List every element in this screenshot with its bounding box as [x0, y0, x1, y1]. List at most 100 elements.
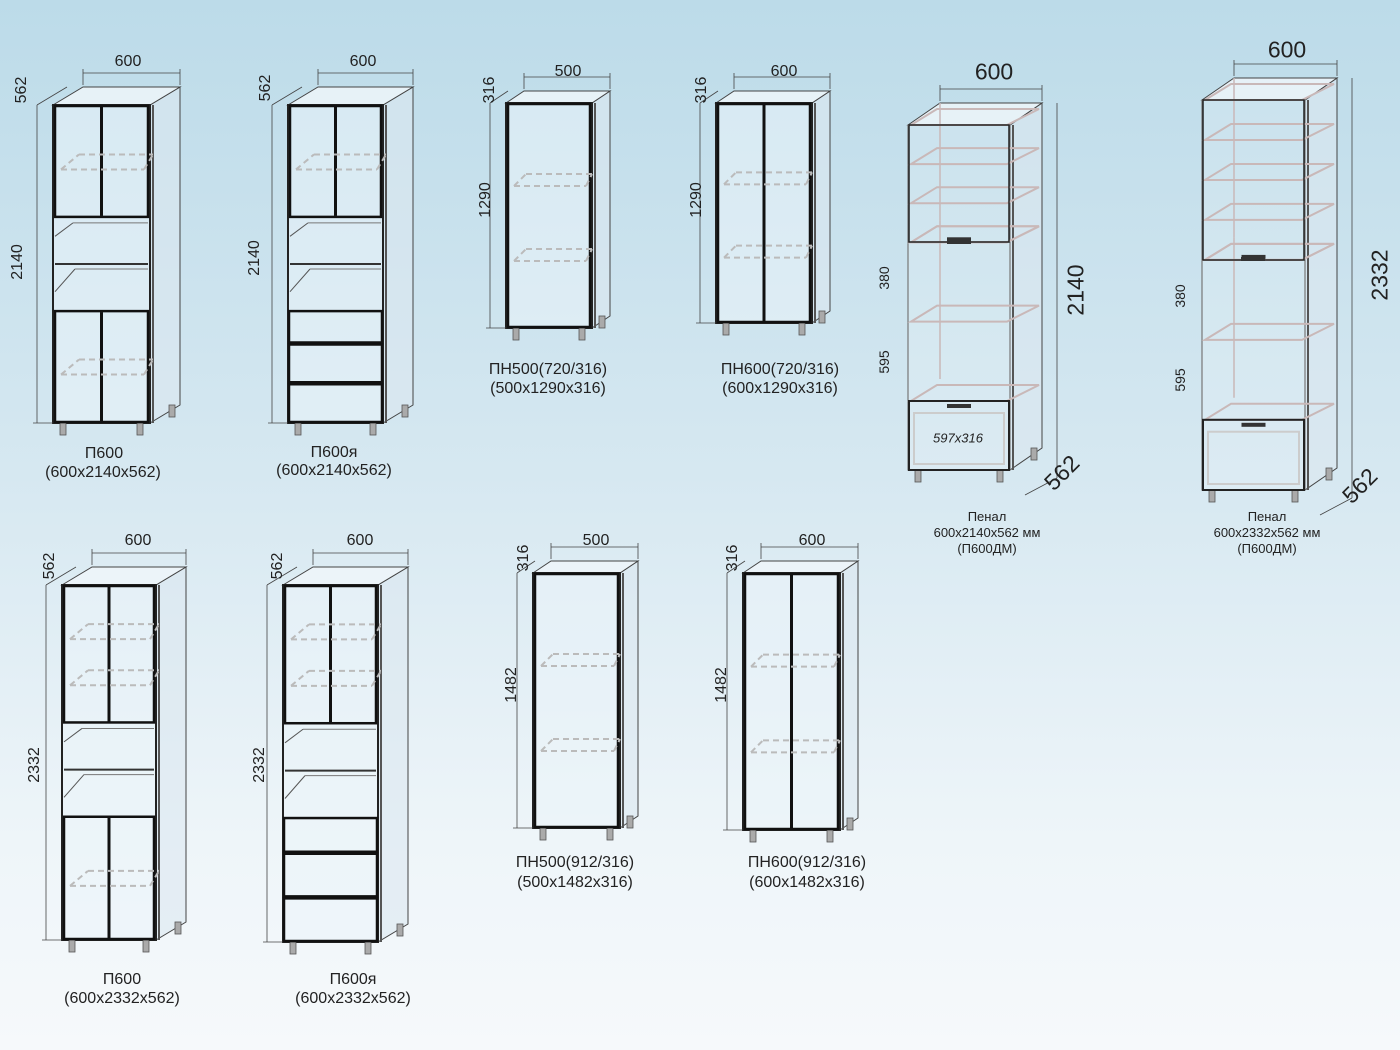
- depth-dim: 316: [693, 76, 710, 104]
- top-panel: [531, 560, 640, 574]
- side-panel: [155, 566, 187, 941]
- cabinet-pn500-912: [513, 543, 640, 841]
- top-panel: [714, 90, 832, 104]
- cabinet-size: (600x2332x562): [64, 990, 180, 1007]
- leg: [1325, 467, 1333, 481]
- cabinet-size: 600x2332x562 мм: [1213, 525, 1321, 540]
- cabinet-code: (П600ДМ): [957, 541, 1017, 556]
- cabinet-size: (600x1482x316): [749, 874, 865, 891]
- depth-dim: 562: [13, 76, 30, 104]
- leg: [846, 817, 854, 831]
- cabinet-size: (600x2332x562): [295, 990, 411, 1007]
- drawer: [1202, 418, 1305, 491]
- cabinet-name: ПН500(912/316): [515, 854, 635, 871]
- width-dim: 600: [770, 63, 798, 80]
- height-dim: 1290: [477, 182, 494, 218]
- leg: [174, 921, 182, 935]
- side-panel: [1304, 77, 1338, 491]
- leg: [396, 923, 404, 937]
- handle: [1241, 254, 1266, 259]
- width-dim: 600: [124, 532, 152, 549]
- side-panel: [377, 566, 409, 943]
- drawer: [282, 897, 379, 943]
- height-dim: 2140: [1062, 264, 1089, 316]
- leg: [1208, 489, 1216, 503]
- leg: [1030, 447, 1038, 461]
- leg: [168, 404, 176, 418]
- drawer-dim: 597x316: [933, 430, 983, 446]
- door-pair: [53, 104, 150, 219]
- depth-dim: 562: [257, 74, 274, 102]
- depth-dim: 316: [515, 544, 532, 572]
- door-pair: [53, 309, 150, 424]
- height-dim: 2140: [9, 244, 26, 280]
- door-pair: [62, 815, 156, 941]
- depth-dim: 562: [269, 552, 286, 580]
- width-dim: 600: [1267, 36, 1307, 63]
- lower-dim: 595: [876, 350, 892, 374]
- cabinet-pn600-912: [723, 543, 860, 843]
- leg: [914, 469, 922, 483]
- depth-dim: 316: [481, 76, 498, 104]
- cabinet-p600ya-2140: [268, 69, 415, 436]
- cabinet-p600ya-2332: [263, 549, 410, 955]
- door-pair: [288, 104, 383, 219]
- top-panel: [741, 560, 860, 574]
- door-pair: [716, 102, 812, 324]
- leg: [142, 939, 150, 953]
- leg: [401, 404, 409, 418]
- cabinet-name: Пенал: [1247, 509, 1287, 524]
- leg: [722, 322, 730, 336]
- lower-dim: 595: [1172, 368, 1188, 392]
- leg: [68, 939, 76, 953]
- handle: [1241, 422, 1266, 427]
- leg: [798, 322, 806, 336]
- side-panel: [1009, 102, 1043, 471]
- width-dim: 600: [974, 58, 1014, 85]
- cabinet-name: Пенал: [967, 509, 1007, 524]
- handle: [1241, 257, 1265, 261]
- drawer: [282, 852, 379, 898]
- niche-dim: 380: [876, 266, 892, 290]
- cabinet-name: П600я: [310, 444, 358, 461]
- leg: [539, 827, 547, 841]
- depth-dim: 562: [41, 552, 58, 580]
- door-pair: [62, 584, 156, 724]
- drawer: [287, 383, 384, 424]
- leg: [364, 941, 372, 955]
- drawer: [287, 343, 384, 384]
- cabinet-name: П600: [84, 445, 124, 462]
- width-dim: 600: [349, 53, 377, 70]
- width-dim: 600: [346, 532, 374, 549]
- leg: [1291, 489, 1299, 503]
- drawer: [908, 400, 1010, 471]
- leg: [578, 327, 586, 341]
- niche-dim: 380: [1172, 284, 1188, 308]
- height-dim: 2140: [246, 240, 263, 276]
- cabinet-p600-2140: [33, 69, 182, 436]
- leg: [512, 327, 520, 341]
- height-dim: 1290: [688, 182, 705, 218]
- leg: [826, 829, 834, 843]
- handle: [947, 237, 971, 242]
- drawer: [282, 816, 379, 853]
- height-dim: 2332: [1366, 249, 1393, 301]
- leg: [294, 422, 302, 436]
- door: [506, 102, 592, 329]
- cabinet-name: ПН500(720/316): [488, 361, 608, 378]
- cabinet-p600-2332: [42, 549, 188, 953]
- leg: [606, 827, 614, 841]
- handle: [947, 240, 971, 244]
- cabinet-pn500-720: [486, 73, 612, 341]
- leg: [626, 815, 634, 829]
- leg: [818, 310, 826, 324]
- cabinet-penal-2140: [906, 85, 1058, 496]
- height-dim: 2332: [251, 747, 268, 783]
- cabinet-size: (500x1482x316): [517, 874, 633, 891]
- front-face: [907, 124, 1011, 471]
- cabinet-name: ПН600(720/316): [720, 361, 840, 378]
- leg: [289, 941, 297, 955]
- height-dim: 1482: [713, 667, 730, 703]
- door-pair: [743, 572, 840, 831]
